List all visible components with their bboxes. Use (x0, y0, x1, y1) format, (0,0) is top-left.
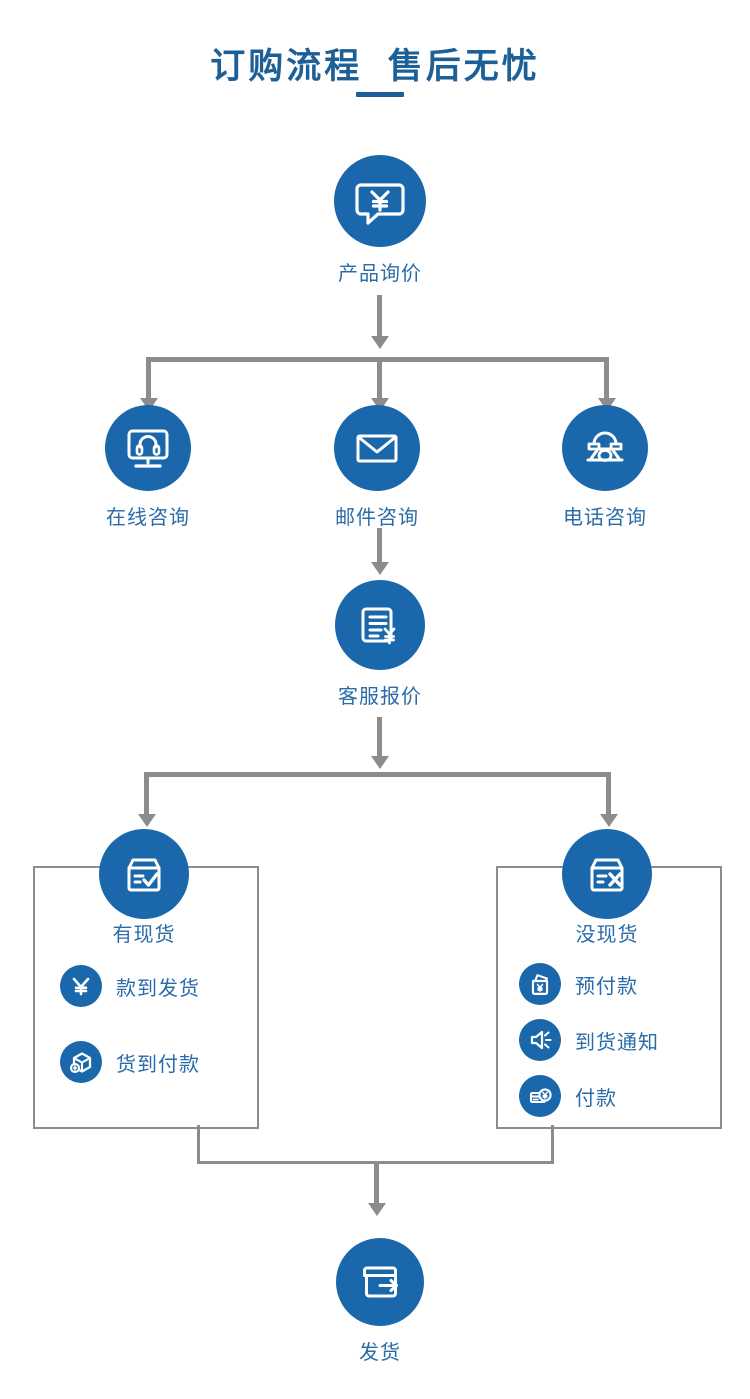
connector-split-right-drop (604, 357, 609, 399)
list-item-label: 到货通知 (575, 1031, 659, 1054)
arrow-branch-left (137, 814, 156, 827)
title-underline-rule (356, 92, 404, 97)
page-title: 订购流程 售后无忧 (210, 47, 540, 86)
connector-split-bar-2way (144, 772, 611, 777)
list-item-label: 付款 (575, 1087, 617, 1110)
arrow-email-to-quote (370, 562, 389, 575)
list-item[interactable]: 款到发货 (60, 965, 228, 1007)
package-cube-icon (60, 1041, 102, 1083)
box-title: 没现货 (575, 924, 639, 946)
node-ship-out[interactable]: 发货 (305, 1238, 455, 1365)
node-label: 发货 (359, 1342, 401, 1364)
connector-split-left-drop (146, 357, 151, 399)
out-of-stock-title-wrap: 没现货 (496, 918, 718, 947)
telephone-icon (562, 405, 648, 491)
box-arrow-out-icon (336, 1238, 424, 1326)
list-item-label: 款到发货 (116, 977, 200, 1000)
arrow-start-down (370, 336, 389, 349)
card-yen-icon (519, 1075, 561, 1117)
node-label: 邮件咨询 (335, 507, 419, 529)
connector-quote-down (377, 717, 382, 757)
monitor-headset-icon (105, 405, 191, 491)
connector-email-to-quote (377, 528, 382, 563)
in-stock-options: 款到发货 货到付款 (33, 965, 255, 1083)
arrow-branch-right (599, 814, 618, 827)
node-online-consult[interactable]: 在线咨询 (78, 405, 218, 530)
connector-branch-right-drop (606, 772, 611, 816)
node-label: 电话咨询 (563, 507, 647, 529)
speech-bubble-yen-icon (334, 155, 426, 247)
speaker-announce-icon (519, 1019, 561, 1061)
connector-start-down (377, 295, 382, 337)
node-in-stock[interactable] (99, 829, 189, 919)
wallet-yen-icon (519, 963, 561, 1005)
connector-merge-to-ship (374, 1161, 379, 1204)
node-service-quote[interactable]: 客服报价 (305, 580, 455, 709)
arrow-merge-to-ship (367, 1203, 386, 1216)
node-phone-consult[interactable]: 电话咨询 (535, 405, 675, 530)
document-yen-icon (335, 580, 425, 670)
box-cross-icon (562, 829, 652, 919)
node-product-inquiry[interactable]: 产品询价 (305, 155, 455, 286)
connector-branch-left-drop (144, 772, 149, 816)
in-stock-title-wrap: 有现货 (33, 918, 255, 947)
list-item[interactable]: 到货通知 (519, 1019, 695, 1061)
connector-merge-right-down (551, 1125, 554, 1163)
envelope-icon (334, 405, 420, 491)
node-email-consult[interactable]: 邮件咨询 (307, 405, 447, 530)
out-of-stock-options: 预付款 到货通知 付款 (496, 963, 718, 1117)
node-label: 在线咨询 (106, 507, 190, 529)
box-title: 有现货 (112, 924, 176, 946)
connector-merge-left-down (197, 1125, 200, 1163)
list-item-label: 预付款 (575, 975, 638, 998)
connector-split-mid-drop (377, 357, 382, 399)
node-label: 产品询价 (338, 263, 422, 285)
node-label: 客服报价 (338, 686, 422, 708)
list-item-label: 货到付款 (116, 1053, 200, 1076)
list-item[interactable]: 货到付款 (60, 1041, 228, 1083)
list-item[interactable]: 预付款 (519, 963, 695, 1005)
node-out-of-stock[interactable] (562, 829, 652, 919)
yen-icon (60, 965, 102, 1007)
box-check-icon (99, 829, 189, 919)
arrow-quote-down (370, 756, 389, 769)
list-item[interactable]: 付款 (519, 1075, 695, 1117)
